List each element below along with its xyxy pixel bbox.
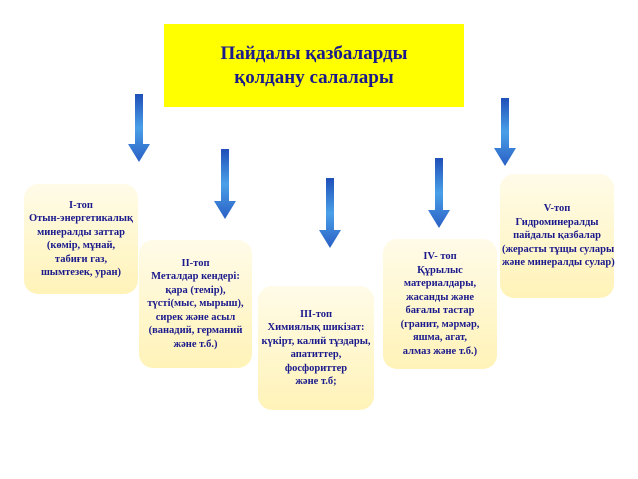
group-2-line: Металдар кендері: xyxy=(151,271,240,283)
arrow-group-4 xyxy=(428,158,450,228)
group-box-1: I-топ Отын-энергетикалық минералды затта… xyxy=(24,184,138,294)
group-5-line: пайдалы қазбалар xyxy=(513,230,601,242)
group-2-line: және т.б.) xyxy=(173,338,218,350)
arrow-group-1 xyxy=(128,94,150,162)
group-5-heading: V-топ xyxy=(543,203,571,215)
group-4-line: материалдары, xyxy=(403,278,477,289)
group-3-line: апатиттер, xyxy=(290,349,342,360)
group-box-4: IV- топ Құрылыс материалдары, жасанды жә… xyxy=(383,239,497,369)
group-1-heading: I-топ xyxy=(69,199,93,211)
group-3-line: күкірт, калий тұздары, xyxy=(261,335,371,347)
group-3-line: фосфориттер xyxy=(284,362,348,374)
group-box-3: III-топ Химиялық шикізат: күкірт, калий … xyxy=(258,286,374,410)
title-line-2: қолдану салалары xyxy=(234,66,394,88)
group-3-heading: III-топ xyxy=(299,308,333,320)
group-5-line: Гидроминералды xyxy=(515,216,599,228)
group-1-line: (көмір, мұнай, xyxy=(46,240,116,251)
arrow-group-5 xyxy=(494,98,516,166)
group-1-line: Отын-энергетикалық xyxy=(28,213,134,224)
group-3-line: және т.б; xyxy=(295,376,337,387)
group-4-line: бағалы тастар xyxy=(405,305,475,316)
title-box: Пайдалы қазбаларды қолдану салалары xyxy=(164,24,464,107)
group-2-line: (ванадий, германий xyxy=(148,325,243,337)
group-1-line: табиғи газ, xyxy=(54,253,108,265)
group-4-line: яшма, агат, xyxy=(412,332,468,343)
group-4-line: Құрылыс xyxy=(417,264,463,276)
group-2-line: қара (темір), xyxy=(165,284,226,296)
group-1-line: шымтезек, уран) xyxy=(40,267,122,278)
group-2-line: сирек және асыл xyxy=(155,311,236,323)
group-3-line: Химиялық шикізат: xyxy=(267,322,365,333)
group-2-line: түсті(мыс, мырыш), xyxy=(147,298,244,310)
group-1-line: минералды заттар xyxy=(37,226,125,238)
group-4-line: жасанды және xyxy=(405,291,475,303)
group-box-5: V-топ Гидроминералды пайдалы қазбалар (ж… xyxy=(500,174,615,298)
title-line-1: Пайдалы қазбаларды xyxy=(220,42,408,64)
group-5-line: (жерасты тұщы сулары xyxy=(502,243,615,255)
group-2-heading: II-топ xyxy=(181,257,210,269)
group-box-2: II-топ Металдар кендері: қара (темір), т… xyxy=(139,240,252,368)
group-4-line: алмаз және т.б.) xyxy=(402,345,478,357)
group-4-heading: IV- топ xyxy=(423,251,457,262)
group-5-line: және минералды сулар) xyxy=(502,257,615,269)
group-4-line: (гранит, мәрмәр, xyxy=(400,318,480,330)
arrow-group-2 xyxy=(214,149,236,219)
arrow-group-3 xyxy=(319,178,341,248)
